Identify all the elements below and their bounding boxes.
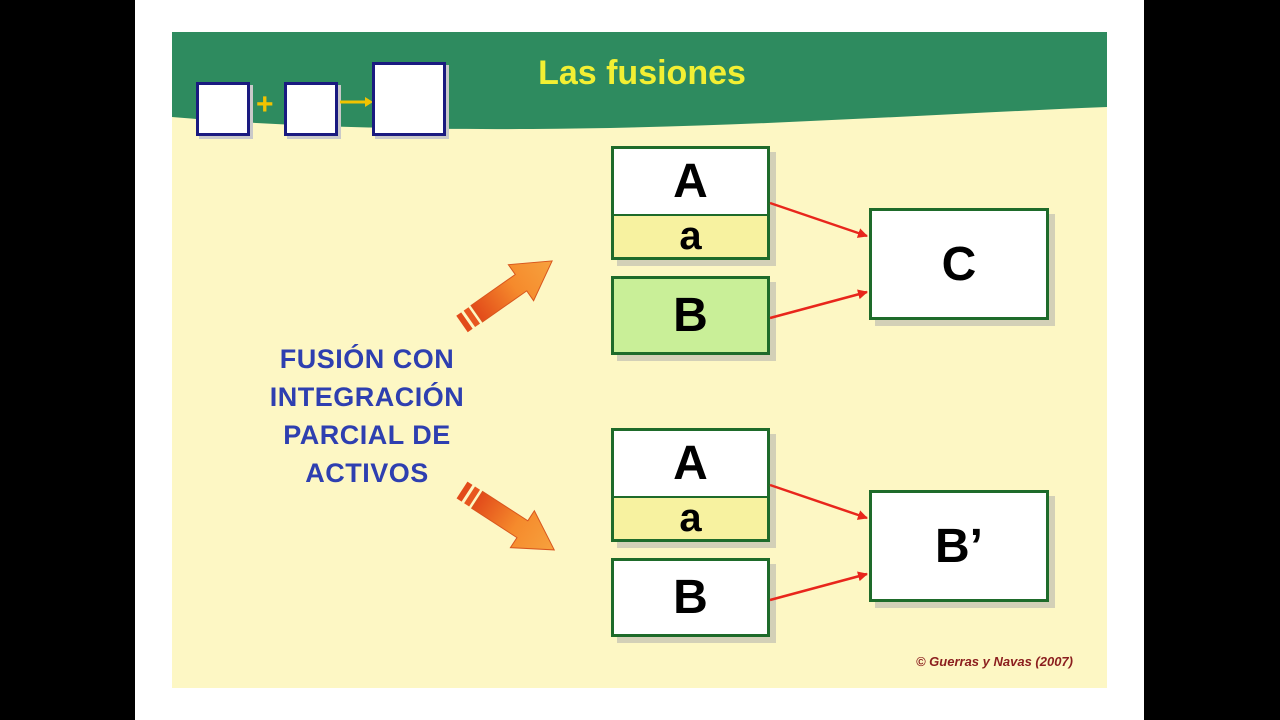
bottom-stack-lower: a <box>614 496 767 540</box>
top-stack-lower: a <box>614 214 767 258</box>
mini-square-1 <box>196 82 250 136</box>
bottom-stack-a: A a <box>611 428 770 542</box>
credit-text: © Guerras y Navas (2007) <box>915 654 1073 669</box>
side-label-line-3: PARCIAL DE <box>283 420 451 450</box>
mini-arrow-icon <box>340 97 373 107</box>
top-result-c: C <box>869 208 1049 320</box>
bottom-stack-upper: A <box>614 431 767 498</box>
mini-square-2 <box>284 82 338 136</box>
connector-top-b <box>769 289 868 320</box>
side-label-line-4: ACTIVOS <box>305 458 429 488</box>
bottom-result-b-prime: B’ <box>869 490 1049 602</box>
side-label: FUSIÓN CON INTEGRACIÓN PARCIAL DE ACTIVO… <box>252 340 482 492</box>
top-box-b: B <box>611 276 770 355</box>
connector-top-a <box>769 201 868 238</box>
connector-bottom-b <box>769 571 868 602</box>
slide-canvas: Las fusiones + FUSIÓN CON INTEGRACIÓN PA… <box>172 32 1107 688</box>
side-label-line-2: INTEGRACIÓN <box>269 382 465 412</box>
slide-title: Las fusiones <box>538 54 746 92</box>
big-arrow-up-icon <box>456 260 553 333</box>
connector-bottom-a <box>769 483 868 520</box>
mini-square-result <box>372 62 446 136</box>
top-stack-a: A a <box>611 146 770 260</box>
bottom-box-b: B <box>611 558 770 637</box>
connectors <box>769 201 868 602</box>
side-label-line-1: FUSIÓN CON <box>279 344 455 374</box>
plus-sign: + <box>256 88 274 121</box>
big-arrows <box>456 260 556 551</box>
top-stack-upper: A <box>614 149 767 216</box>
big-arrow-down-icon <box>456 481 556 551</box>
